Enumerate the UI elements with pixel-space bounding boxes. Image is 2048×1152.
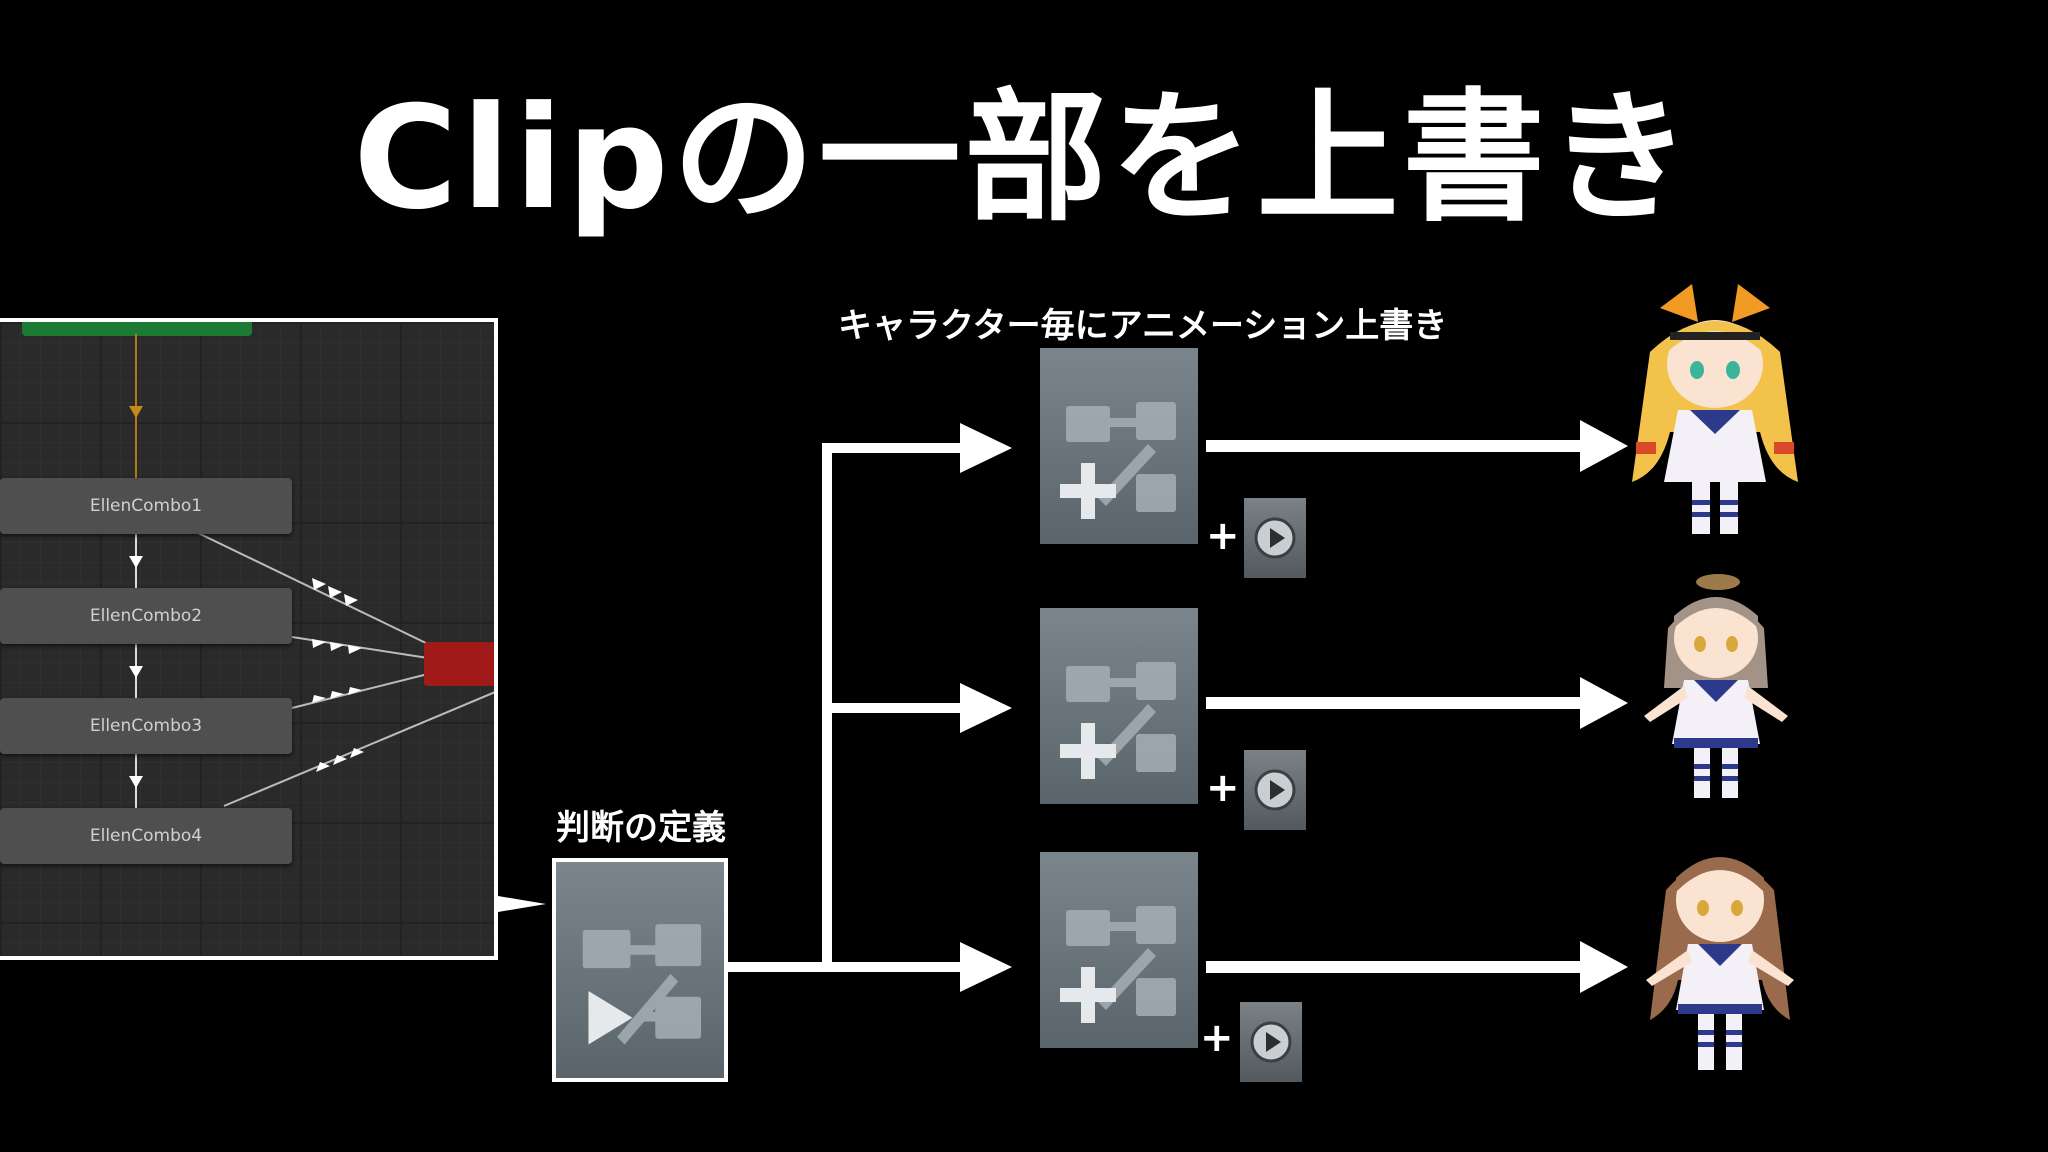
play-icon xyxy=(1254,517,1296,559)
branch-arrow-head xyxy=(960,683,1012,733)
blend-tree-add-icon xyxy=(1060,906,1176,1023)
plus-sign: + xyxy=(1206,765,1240,811)
blend-tree-play-icon xyxy=(582,924,702,1045)
blend-tree-add-icon xyxy=(1060,662,1176,779)
blend-tree-add-icon xyxy=(1060,402,1176,519)
entry-node xyxy=(22,322,252,336)
override-node[interactable] xyxy=(1040,348,1198,544)
panel-pointer-arrow xyxy=(498,896,546,912)
graph-transitions xyxy=(129,334,494,808)
override-node[interactable] xyxy=(1040,608,1198,804)
plus-sign: + xyxy=(1200,1015,1234,1061)
play-icon xyxy=(1254,769,1296,811)
branch-arrow-head xyxy=(960,942,1012,992)
animator-graph-panel: EllenCombo1 EllenCombo2 EllenCombo3 Elle… xyxy=(0,318,498,960)
character-brown-hair xyxy=(1646,857,1794,1070)
character-blonde xyxy=(1632,284,1798,534)
override-node[interactable] xyxy=(1040,852,1198,1048)
play-icon xyxy=(1250,1021,1292,1063)
trunk-line xyxy=(726,962,830,972)
state-node[interactable]: EllenCombo1 xyxy=(0,478,292,534)
character-gray-hair xyxy=(1644,574,1788,798)
definition-node[interactable] xyxy=(552,858,728,1082)
state-node[interactable]: EllenCombo2 xyxy=(0,588,292,644)
output-arrow-head xyxy=(1580,941,1628,993)
override-label: キャラクター毎にアニメーション上書き xyxy=(838,306,1448,346)
animation-clip-tile[interactable] xyxy=(1244,750,1306,830)
output-arrow-head xyxy=(1580,677,1628,729)
page-title: Clipの一部を上書き xyxy=(353,76,1695,241)
exit-node xyxy=(424,642,494,686)
plus-sign: + xyxy=(1206,513,1240,559)
definition-label: 判断の定義 xyxy=(556,808,726,848)
state-node[interactable]: EllenCombo3 xyxy=(0,698,292,754)
branch-arrow-head xyxy=(960,423,1012,473)
animation-clip-tile[interactable] xyxy=(1240,1002,1302,1082)
state-node[interactable]: EllenCombo4 xyxy=(0,808,292,864)
animation-clip-tile[interactable] xyxy=(1244,498,1306,578)
output-arrow-head xyxy=(1580,420,1628,472)
